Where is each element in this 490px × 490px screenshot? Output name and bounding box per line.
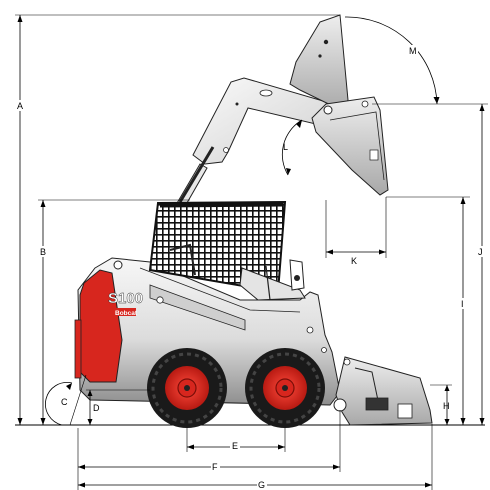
- dimension-c: C: [45, 374, 87, 426]
- dimension-m: M: [344, 16, 440, 105]
- dim-label-h: H: [443, 401, 450, 411]
- lowered-bucket: [333, 356, 433, 426]
- dimension-f: F: [77, 410, 341, 490]
- dim-label-e: E: [232, 441, 238, 451]
- dim-label-f: F: [212, 462, 218, 472]
- dimension-d: D: [86, 389, 150, 425]
- dim-label-m: M: [409, 46, 417, 56]
- rear-wheel: [147, 348, 227, 428]
- dim-label-j: J: [478, 247, 483, 257]
- dim-label-g: G: [258, 480, 265, 490]
- dim-label-l: L: [283, 142, 288, 152]
- front-wheel: [245, 348, 325, 428]
- dim-label-a: A: [17, 101, 23, 111]
- dim-label-i: I: [461, 299, 464, 309]
- dim-label-b: B: [40, 247, 46, 257]
- dim-label-c: C: [61, 397, 68, 407]
- dimension-b: B: [38, 199, 190, 425]
- dimension-j: J: [372, 103, 488, 425]
- dimension-g: G: [78, 424, 433, 490]
- dimension-i: I: [386, 196, 470, 425]
- brand-badge: Bobcat: [115, 310, 138, 317]
- model-badge: S100: [108, 290, 143, 307]
- dim-label-d: D: [93, 403, 100, 413]
- dimension-l: L: [281, 119, 303, 176]
- dimension-a: A: [15, 14, 340, 425]
- dimension-h: H: [430, 384, 452, 425]
- raised-bucket: [289, 14, 389, 196]
- dim-label-k: K: [351, 256, 357, 266]
- dimension-k: K: [325, 197, 387, 266]
- dimension-e: E: [186, 428, 286, 452]
